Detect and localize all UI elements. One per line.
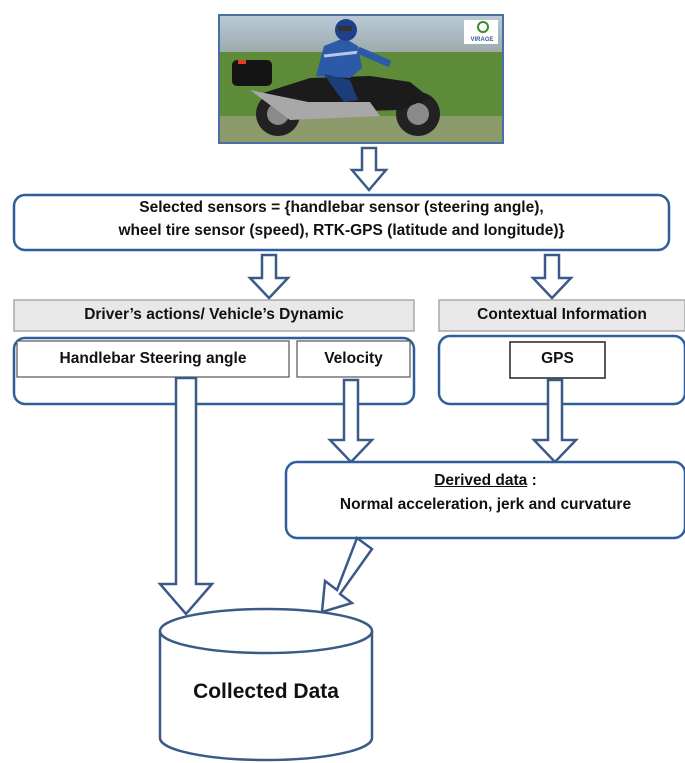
- derived-colon: :: [527, 472, 537, 489]
- velocity-label: Velocity: [324, 350, 383, 367]
- motorcycle-rider-icon: VIRAGE: [220, 16, 502, 142]
- drivers-header-label: Driver’s actions/ Vehicle’s Dynamic: [84, 306, 344, 323]
- sensors-line-2: wheel tire sensor (speed), RTK-GPS (lati…: [118, 222, 565, 239]
- arrow-handlebar-to-collected: [157, 376, 215, 616]
- contextual-header-box: [438, 299, 685, 332]
- arrow-derived-to-collected: [320, 536, 374, 614]
- collected-data-label: Collected Data: [193, 680, 339, 703]
- logo-text: VIRAGE: [470, 37, 493, 43]
- handlebar-label: Handlebar Steering angle: [59, 350, 247, 367]
- arrow-photo-to-sensors: [349, 146, 389, 192]
- derived-title-line: Derived data :: [286, 472, 685, 490]
- sensors-line-1: Selected sensors = {handlebar sensor (st…: [139, 199, 544, 216]
- gps-label: GPS: [541, 350, 574, 367]
- arrow-sensors-to-driver: [247, 253, 291, 300]
- contextual-header-label: Contextual Information: [477, 306, 647, 323]
- velocity-box: [296, 340, 411, 378]
- drivers-header-box: [13, 299, 415, 332]
- derived-detail: Normal acceleration, jerk and curvature: [339, 496, 632, 513]
- derived-title: Derived data: [434, 472, 528, 489]
- handlebar-box: [16, 340, 290, 378]
- collected-data-cylinder: [158, 607, 374, 762]
- motorcycle-photo: VIRAGE: [218, 14, 504, 144]
- derived-box: [284, 460, 685, 540]
- arrow-gps-to-derived: [531, 378, 579, 464]
- sensors-box: [12, 193, 671, 252]
- arrow-sensors-to-contextual: [530, 253, 574, 300]
- arrow-velocity-to-derived: [327, 378, 375, 464]
- gps-box: [509, 341, 606, 379]
